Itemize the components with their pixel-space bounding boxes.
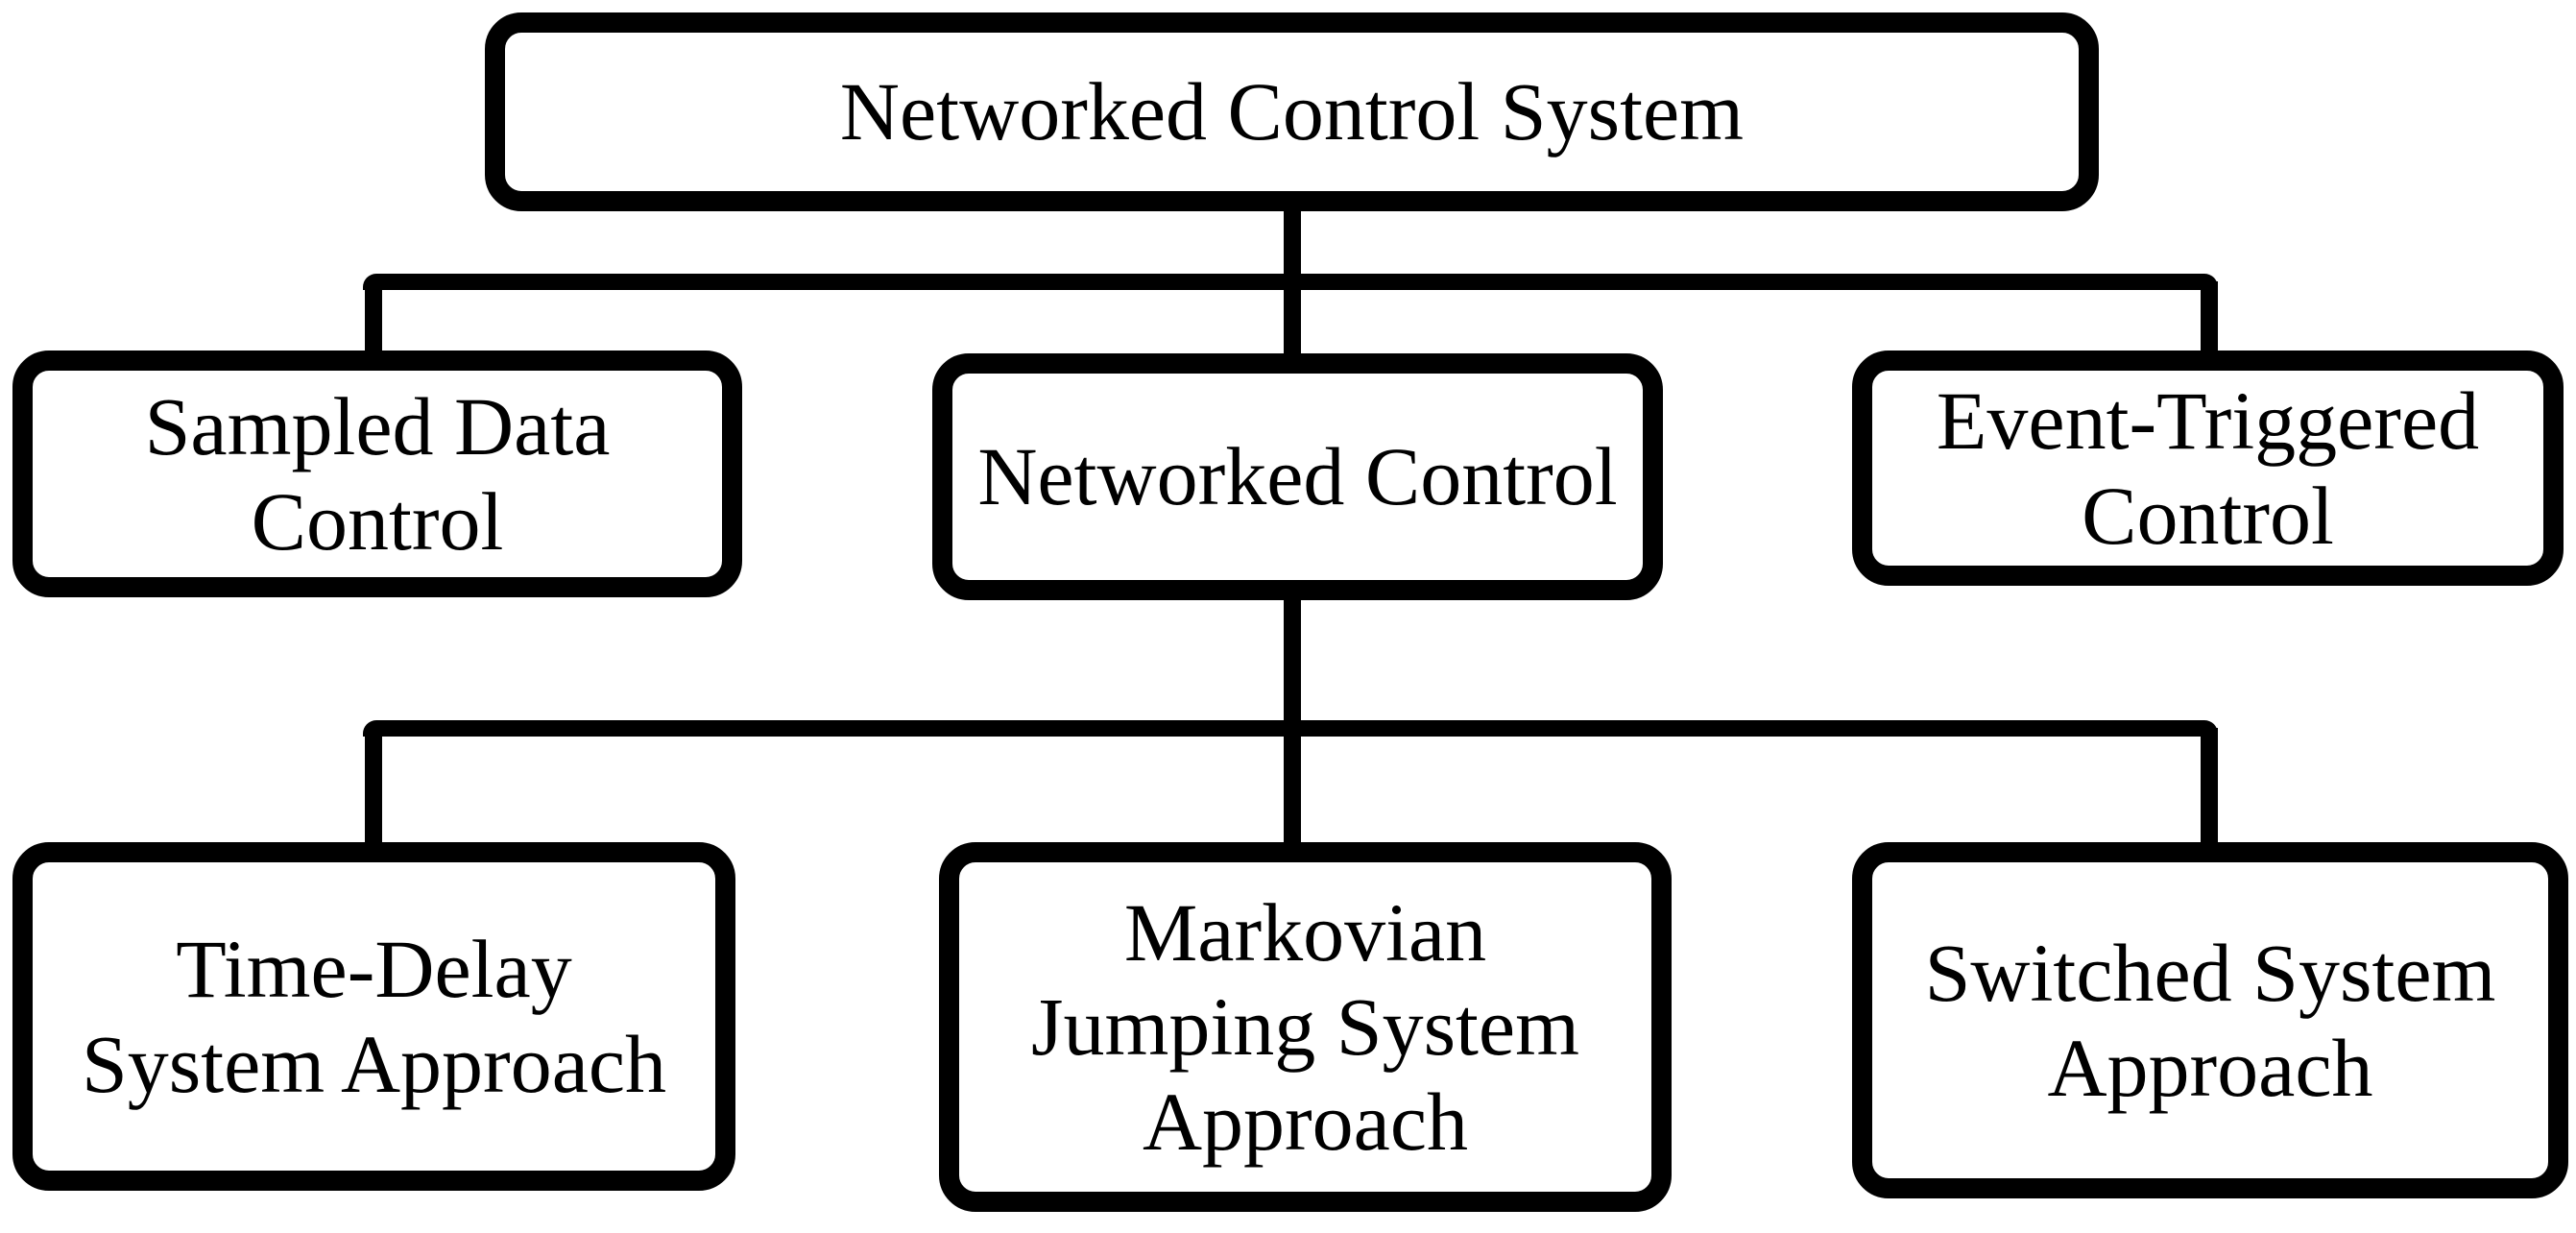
node-networked-control: Networked Control — [932, 353, 1663, 600]
node-sampled-data-control: Sampled Data Control — [12, 351, 742, 597]
node-label-event-triggered-control: Event-Triggered Control — [1936, 375, 2480, 562]
connector-to-event-triggered — [2201, 281, 2218, 358]
node-label-switched-system-approach: Switched System Approach — [1924, 927, 2496, 1114]
node-label-time-delay-system-approach: Time-Delay System Approach — [81, 923, 667, 1110]
connector-to-networked — [1284, 281, 1301, 361]
node-time-delay-system-approach: Time-Delay System Approach — [12, 842, 735, 1191]
connector-root-stub — [1284, 206, 1301, 278]
connector-networked-stub — [1284, 592, 1301, 727]
node-label-networked-control: Networked Control — [977, 430, 1618, 523]
node-networked-control-system: Networked Control System — [485, 12, 2099, 211]
node-markovian-jumping-system-approach: Markovian Jumping System Approach — [939, 842, 1672, 1212]
connector-to-markovian — [1284, 728, 1301, 850]
connector-to-sampled-data — [365, 281, 382, 358]
node-label-sampled-data-control: Sampled Data Control — [144, 380, 611, 568]
node-label-networked-control-system: Networked Control System — [839, 65, 1745, 158]
node-label-markovian-jumping-system-approach: Markovian Jumping System Approach — [1030, 886, 1579, 1168]
node-switched-system-approach: Switched System Approach — [1852, 842, 2568, 1198]
connector-to-switched — [2201, 728, 2218, 850]
connector-to-time-delay — [365, 728, 382, 850]
node-event-triggered-control: Event-Triggered Control — [1852, 351, 2564, 586]
